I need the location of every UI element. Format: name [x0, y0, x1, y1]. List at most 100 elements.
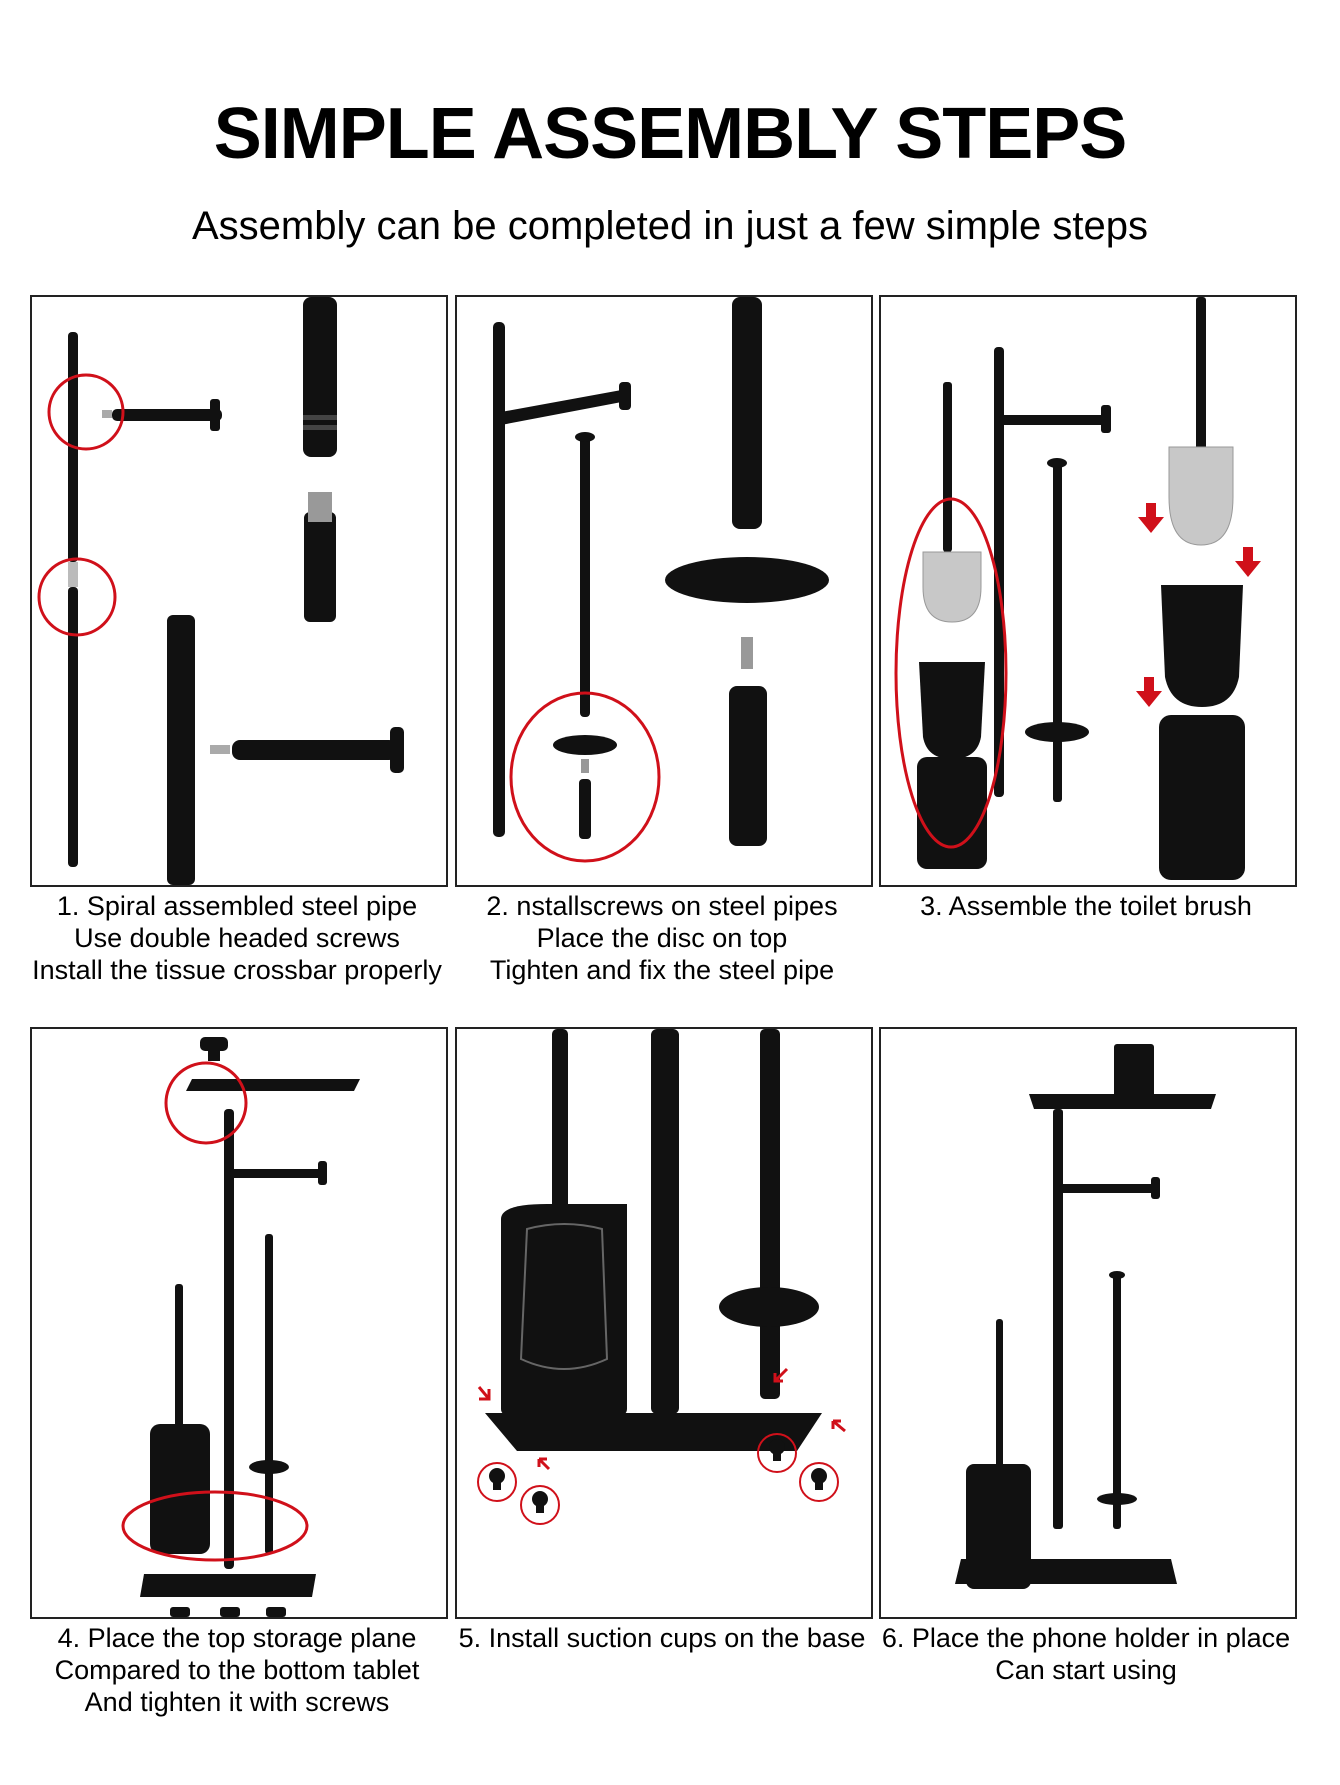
highlight-circle-icon	[509, 691, 661, 863]
pipe-icon	[224, 1109, 234, 1569]
caption-line: 6. Place the phone holder in place	[881, 1623, 1291, 1653]
step-4-caption: 4. Place the top storage plane Compared …	[18, 1622, 456, 1718]
step-3-caption: 3. Assemble the toilet brush	[867, 890, 1305, 922]
caption-line: 4. Place the top storage plane	[57, 1623, 417, 1653]
highlight-circle-icon	[799, 1462, 839, 1502]
step-1-illustration	[37, 297, 404, 885]
pipe-icon	[493, 322, 505, 837]
step-2-illustration	[493, 297, 829, 863]
caption-line: Use double headed screws	[74, 923, 400, 953]
screw-icon	[102, 410, 112, 418]
brush-icon	[1168, 446, 1234, 546]
pipe-icon	[265, 1234, 273, 1554]
caption-line: 3. Assemble the toilet brush	[920, 891, 1252, 921]
caption-line: 2. nstallscrews on steel pipes	[486, 891, 838, 921]
step-1-caption: 1. Spiral assembled steel pipe Use doubl…	[18, 890, 456, 986]
step-3-panel	[879, 295, 1297, 887]
pipe-icon	[760, 1029, 780, 1399]
disc-icon	[249, 1460, 289, 1474]
highlight-circle-icon	[47, 373, 125, 451]
pipe-icon	[304, 512, 336, 622]
pipe-icon	[230, 1169, 325, 1178]
suction-cup-icon	[489, 1439, 827, 1513]
highlight-circle-icon	[121, 1490, 309, 1562]
pipe-icon	[1059, 1184, 1159, 1193]
highlight-circle-icon	[37, 557, 117, 637]
pipe-icon	[175, 1284, 183, 1444]
pipe-icon	[303, 297, 337, 457]
caption-line: And tighten it with screws	[84, 1687, 390, 1717]
pipe-icon	[232, 740, 397, 760]
disc-icon	[665, 557, 829, 603]
arrow-icon	[477, 1386, 491, 1401]
disc-icon	[553, 735, 617, 755]
cup-icon	[1159, 715, 1245, 880]
step-4-panel	[30, 1027, 448, 1619]
pipe-icon	[112, 409, 222, 421]
phone-holder-icon	[1114, 1044, 1154, 1099]
arrow-icon	[1138, 503, 1164, 533]
pipe-icon	[579, 779, 591, 839]
pipe-icon	[729, 686, 767, 846]
arrow-icon	[1235, 547, 1261, 577]
step-2-panel	[455, 295, 873, 887]
highlight-circle-icon	[757, 1433, 797, 1473]
screw-icon	[581, 759, 589, 773]
caption-line: Place the disc on top	[536, 923, 788, 953]
pipe-icon	[580, 437, 590, 717]
screw-icon	[170, 1607, 190, 1617]
highlight-circle-icon	[164, 1061, 248, 1145]
pipe-icon	[651, 1029, 679, 1414]
cup-icon	[966, 1464, 1031, 1589]
page-subtitle: Assembly can be completed in just a few …	[192, 204, 1148, 248]
pipe-icon	[167, 615, 195, 885]
step-5-caption: 5. Install suction cups on the base	[443, 1622, 881, 1654]
pipe-icon	[1053, 1109, 1063, 1529]
arrow-icon	[1136, 677, 1162, 707]
cup-icon	[501, 1204, 627, 1424]
step-6-illustration	[955, 1044, 1216, 1589]
pipe-icon	[68, 587, 78, 867]
pipe-icon	[1196, 297, 1206, 457]
arrow-icon	[773, 1367, 789, 1383]
cup-icon	[1161, 585, 1243, 707]
screw-icon	[200, 1037, 228, 1051]
step-6-caption: 6. Place the phone holder in place Can s…	[867, 1622, 1305, 1686]
pipe-icon	[994, 347, 1004, 797]
step-5-illustration	[477, 1029, 846, 1525]
pipe-icon	[1053, 462, 1062, 802]
arrow-icon	[537, 1457, 551, 1471]
page-title: SIMPLE ASSEMBLY STEPS	[213, 94, 1128, 174]
step-5-panel	[455, 1027, 873, 1619]
caption-line: Can start using	[995, 1655, 1177, 1685]
disc-icon	[1025, 722, 1089, 742]
step-1-panel	[30, 295, 448, 887]
step-3-illustration	[894, 297, 1261, 880]
cup-icon	[919, 662, 985, 759]
caption-line: Tighten and fix the steel pipe	[489, 955, 835, 985]
brush-icon	[922, 551, 982, 623]
caption-line: 1. Spiral assembled steel pipe	[56, 891, 418, 921]
caption-line: 5. Install suction cups on the base	[458, 1623, 866, 1653]
caption-line: Install the tissue crossbar properly	[32, 955, 442, 985]
screw-icon	[308, 492, 332, 522]
disc-icon	[719, 1287, 819, 1327]
cup-icon	[917, 757, 987, 869]
pipe-icon	[1113, 1274, 1121, 1529]
highlight-circle-icon	[477, 1462, 517, 1502]
pipe-icon	[999, 415, 1109, 425]
step-4-illustration	[121, 1037, 360, 1617]
step-2-caption: 2. nstallscrews on steel pipes Place the…	[443, 890, 881, 986]
screw-icon	[266, 1607, 286, 1617]
highlight-circle-icon	[894, 497, 1008, 849]
pipe-icon	[943, 382, 952, 552]
screw-icon	[68, 562, 78, 587]
arrow-icon	[831, 1419, 846, 1433]
disc-icon	[1097, 1493, 1137, 1505]
screw-icon	[210, 745, 230, 754]
screw-icon	[741, 637, 753, 669]
cup-icon	[150, 1424, 210, 1554]
pipe-icon	[732, 297, 762, 529]
step-6-panel	[879, 1027, 1297, 1619]
caption-line: Compared to the bottom tablet	[54, 1655, 420, 1685]
